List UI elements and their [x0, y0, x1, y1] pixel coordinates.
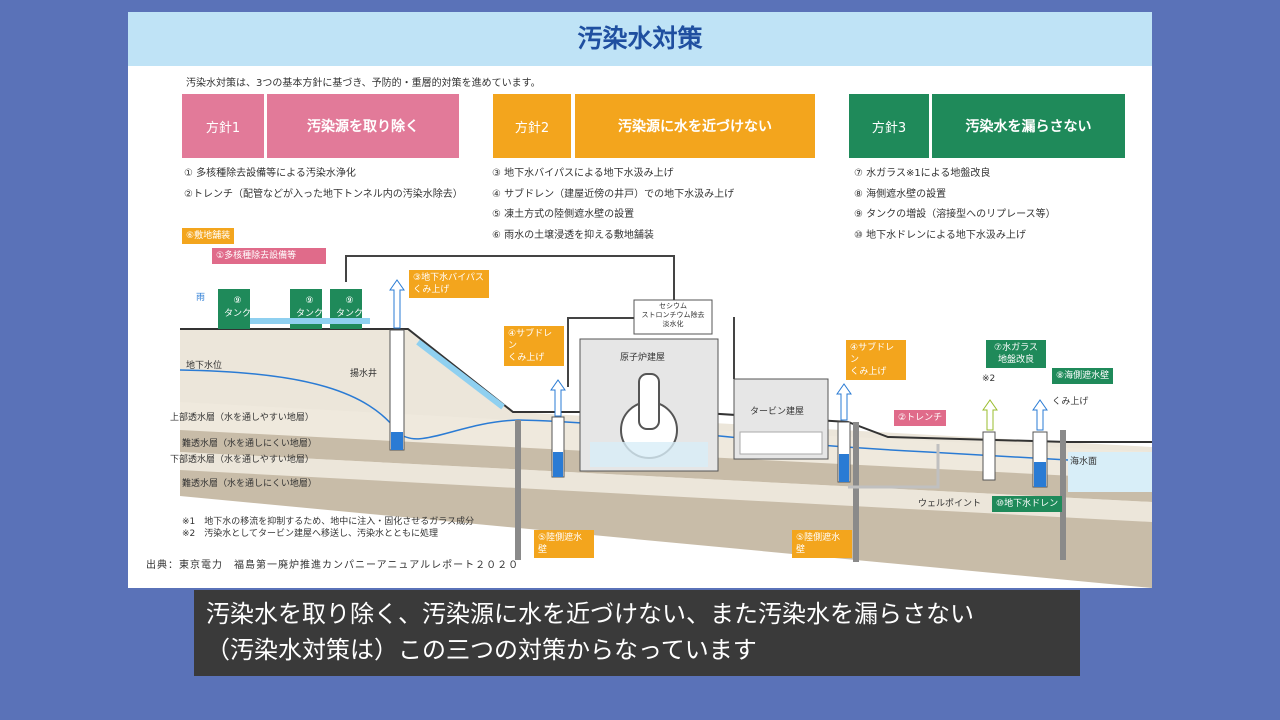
sea-level-label: 海水面 — [1070, 457, 1098, 467]
tank3-num: ⑨ — [345, 296, 354, 306]
land-wall-right — [853, 422, 859, 562]
policy3-name: 汚染水を漏らさない — [965, 119, 1092, 135]
policy3-label: 方針3 — [871, 120, 907, 136]
measure-2: ②トレンチ（配管などが入った地下トンネル内の汚染水除去） — [184, 188, 463, 200]
caption-line-2: （汚染水対策は）この三つの対策からなっています — [206, 636, 757, 664]
gw-drain-arrow — [1032, 399, 1048, 431]
treated-water-pipe — [345, 255, 675, 300]
groundwater-level-label: 地下水位 — [186, 361, 223, 371]
title-bar — [128, 12, 1152, 66]
pump-up-label: くみ上げ — [1052, 397, 1089, 407]
subdrain-well-left-water — [553, 452, 563, 477]
source-citation: 出典：東京電力 福島第一廃炉推進カンパニーアニュアルレポート２０２０ — [146, 560, 520, 571]
measure-8: ⑧ 海側遮水壁の設置 — [854, 188, 947, 200]
slide: 汚染水対策 汚染水対策は、3つの基本方針に基づき、予防的・重層的対策を進めていま… — [128, 12, 1152, 588]
measure-3: ③ 地下水バイパスによる地下水汲み上げ — [492, 168, 674, 179]
pump-well-water — [391, 432, 403, 450]
trench-label: ②トレンチ — [894, 410, 947, 426]
water-glass-label: ⑦水ガラス 地盤改良 — [986, 340, 1046, 368]
measure-9: ⑨ タンクの増設（溶接型へのリプレース等） — [854, 209, 1056, 220]
measure-4: ④ サブドレン（建屋近傍の井戸）での地下水汲み上げ — [492, 188, 735, 200]
cesium-label: セシウム ストロンチウム除去 淡水化 — [641, 302, 705, 328]
countermeasure-diagram — [179, 255, 1152, 588]
tank2-num: ⑨ — [305, 296, 314, 306]
tank3-label: ⑨ タンク — [336, 296, 363, 319]
turbine-label: タービン建屋 — [750, 407, 805, 417]
land-wall-left-label: ⑤陸側遮水 壁 — [534, 530, 594, 558]
water-glass-well — [982, 431, 996, 481]
turbine-water — [739, 431, 823, 455]
measure-7: ⑦ 水ガラス※1による地盤改良 — [854, 168, 991, 179]
layer-impermeable-2: 難透水層（水を通しにくい地層） — [182, 479, 317, 489]
pipe-from-turbine — [733, 317, 735, 379]
policy2-label-box: 方針2 — [493, 94, 571, 158]
subdrain-right-arrow — [836, 383, 852, 421]
tank1-name: タンク — [224, 309, 252, 319]
subdrain-well-right-water — [839, 454, 849, 482]
policy1-label-box: 方針1 — [182, 94, 264, 158]
measure-6: ⑥ 雨水の土壌浸透を抑える敷地舗装 — [492, 229, 654, 241]
tank-pipe — [250, 318, 370, 324]
pump-well-label: 揚水井 — [350, 369, 378, 379]
policy1-name: 汚染源を取り除く — [307, 119, 419, 135]
impermeable-layer-2 — [180, 470, 1152, 588]
rain-label: 雨 — [196, 293, 206, 303]
sea — [1068, 452, 1152, 492]
reactor-water — [590, 442, 708, 467]
reactor-core — [638, 373, 660, 430]
subdrain-left-arrow — [550, 379, 566, 417]
subtitle-caption: 汚染水を取り除く、汚染源に水を近づけない、また汚染水を漏らさない （汚染水対策は… — [194, 590, 1080, 676]
well-point-label: ウェルポイント — [918, 499, 982, 509]
intro-text: 汚染水対策は、3つの基本方針に基づき、予防的・重層的対策を進めています。 — [186, 78, 541, 89]
measure-10: ⑩ 地下水ドレンによる地下水汲み上げ — [854, 229, 1026, 241]
note-2: ※2 汚染水としてタービン建屋へ移送し、汚染水とともに処理 — [182, 529, 438, 539]
tank1-label: ⑨ タンク — [224, 296, 251, 319]
groundwater-drain-water — [1034, 462, 1046, 487]
layer-upper-permeable: 上部透水層（水を通しやすい地層） — [170, 413, 314, 423]
tank2-name: タンク — [296, 309, 324, 319]
tank3-name: タンク — [336, 309, 364, 319]
measure-1: ① 多核種除去設備等による汚染水浄化 — [184, 168, 356, 179]
pipe-to-cesium — [567, 317, 634, 387]
policy1-measures: ① 多核種除去設備等による汚染水浄化 ②トレンチ（配管などが入った地下トンネル内… — [184, 164, 463, 205]
policy2-label: 方針2 — [514, 120, 550, 136]
well-point-pipe — [848, 444, 940, 489]
tank2-label: ⑨ タンク — [296, 296, 323, 319]
water-glass-arrow — [982, 399, 998, 431]
bypass-label: ③地下水バイパス くみ上げ — [409, 270, 489, 298]
tank-1 — [218, 289, 250, 329]
reactor-label: 原子炉建屋 — [620, 353, 666, 363]
layer-impermeable-1: 難透水層（水を通しにくい地層） — [182, 439, 317, 449]
policy2-measures: ③ 地下水バイパスによる地下水汲み上げ ④ サブドレン（建屋近傍の井戸）での地下… — [492, 164, 734, 246]
sea-wall — [1060, 430, 1066, 560]
seawall-label: ⑧海側遮水壁 — [1052, 368, 1114, 384]
pavement-label: ⑥敷地舗装 — [182, 228, 235, 244]
slide-title: 汚染水対策 — [577, 24, 703, 53]
measure-5: ⑤ 凍土方式の陸側遮水壁の設置 — [492, 209, 635, 220]
slope-flow-arrow — [416, 339, 505, 410]
tank1-num: ⑨ — [233, 296, 242, 306]
lower-permeable-layer — [180, 452, 1152, 522]
policy1-label: 方針1 — [205, 120, 241, 136]
bypass-up-arrow — [389, 279, 405, 329]
gw-drain-label: ⑩地下水ドレン — [992, 496, 1063, 512]
subdrain-left-label: ④サブドレン くみ上げ — [504, 326, 564, 366]
subdrain-right-label: ④サブドレン くみ上げ — [846, 340, 906, 380]
policy1-name-box: 汚染源を取り除く — [267, 94, 459, 158]
policy3-measures: ⑦ 水ガラス※1による地盤改良 ⑧ 海側遮水壁の設置 ⑨ タンクの増設（溶接型へ… — [854, 164, 1056, 246]
layer-lower-permeable: 下部透水層（水を通しやすい地層） — [170, 455, 314, 465]
policy2-name-box: 汚染源に水を近づけない — [575, 94, 815, 158]
policy3-label-box: 方針3 — [849, 94, 929, 158]
policy2-name: 汚染源に水を近づけない — [618, 119, 772, 135]
caption-line-1: 汚染水を取り除く、汚染源に水を近づけない、また汚染水を漏らさない — [206, 600, 974, 628]
alps-label: ①多核種除去設備等 — [212, 248, 326, 264]
note-1: ※1 地下水の移流を抑制するため、地中に注入・固化させるガラス成分 — [182, 517, 475, 527]
land-wall-right-label: ⑤陸側遮水 壁 — [792, 530, 852, 558]
note2-mark: ※2 — [982, 374, 996, 384]
land-wall-left — [515, 420, 521, 560]
policy3-name-box: 汚染水を漏らさない — [932, 94, 1125, 158]
